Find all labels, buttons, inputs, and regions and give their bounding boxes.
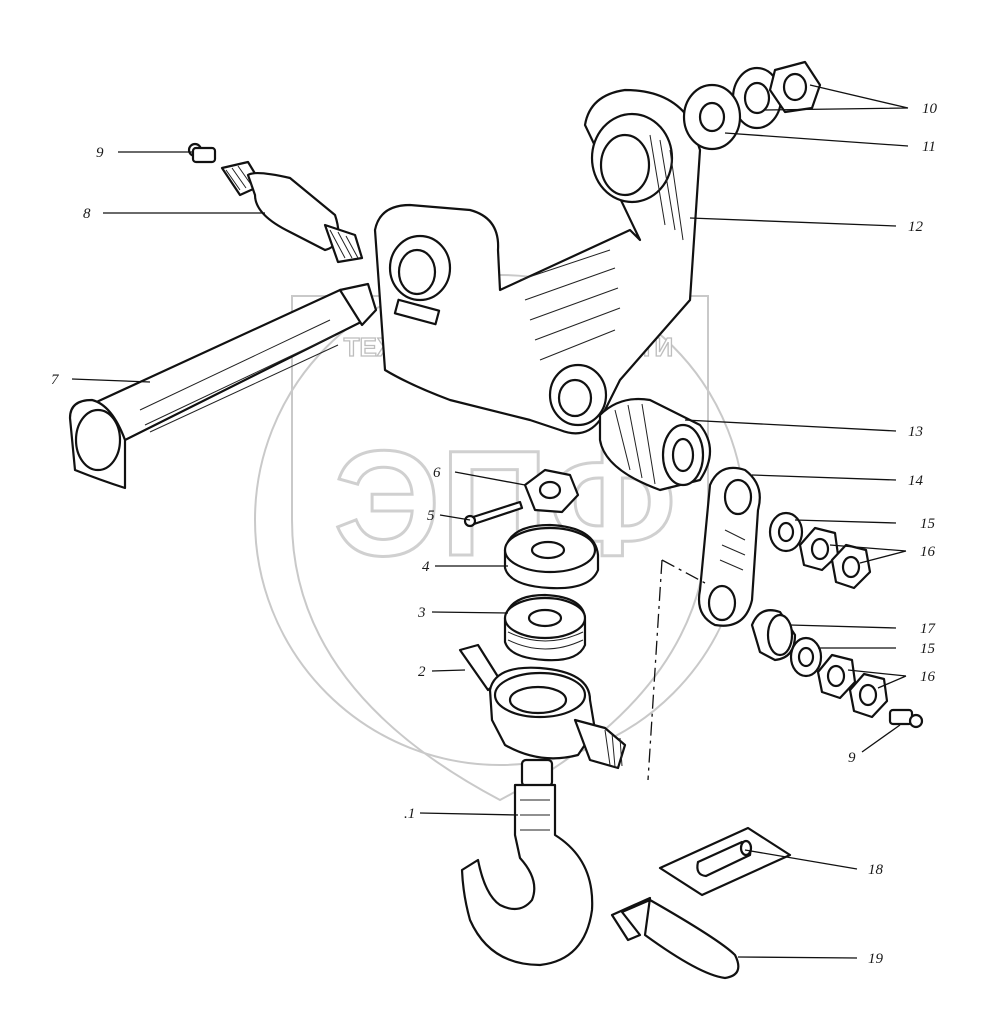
- callout-2: 2: [418, 664, 426, 680]
- part-bushing: [598, 397, 712, 492]
- callout-15-upper: 15: [920, 516, 936, 532]
- assembly-axis-line: [647, 559, 706, 781]
- part-long-pin: [68, 282, 378, 490]
- part-cotter-pin: [463, 500, 524, 528]
- callout-1: .1: [404, 806, 415, 822]
- part-retaining-clip: [610, 896, 740, 980]
- callout-16-lower: 16: [920, 669, 936, 685]
- callout-16-upper: 16: [920, 544, 936, 560]
- callout-13: 13: [908, 424, 923, 440]
- part-bracket: [373, 88, 702, 435]
- callout-18: 18: [868, 862, 884, 878]
- part-hook: [460, 758, 594, 967]
- callout-11: 11: [922, 139, 936, 155]
- callout-10: 10: [922, 101, 938, 117]
- callout-8: 8: [83, 206, 91, 222]
- part-sleeve-washer-nuts-lower: [750, 609, 889, 719]
- part-thrust-bearing: [503, 593, 587, 662]
- callout-9-lower: 9: [848, 750, 856, 766]
- callout-14: 14: [908, 473, 924, 489]
- callout-4: 4: [422, 559, 430, 575]
- part-grease-nipple-top: [187, 142, 217, 164]
- watermark-shield: [291, 295, 709, 802]
- callout-3: 3: [417, 605, 426, 621]
- part-link-plate: [697, 466, 761, 627]
- callout-19: 19: [868, 951, 884, 967]
- part-grease-nipple-lower: [888, 708, 924, 729]
- part-washer-top: [682, 83, 742, 151]
- callout-6: 6: [433, 465, 441, 481]
- callout-15-lower: 15: [920, 641, 936, 657]
- leader-lines: [71, 84, 909, 959]
- callout-9-top: 9: [96, 145, 104, 161]
- part-spring-pin: [658, 826, 792, 897]
- part-threaded-pin: [220, 160, 364, 264]
- part-castle-nut: [523, 468, 580, 514]
- callout-12: 12: [908, 219, 924, 235]
- part-nuts-top: [731, 60, 822, 130]
- callout-17: 17: [920, 621, 937, 637]
- part-crosshead: [458, 643, 627, 770]
- callout-5: 5: [427, 508, 435, 524]
- part-washer-nuts-upper: [768, 511, 872, 590]
- callout-7: 7: [51, 372, 60, 388]
- part-thick-washer: [503, 523, 600, 590]
